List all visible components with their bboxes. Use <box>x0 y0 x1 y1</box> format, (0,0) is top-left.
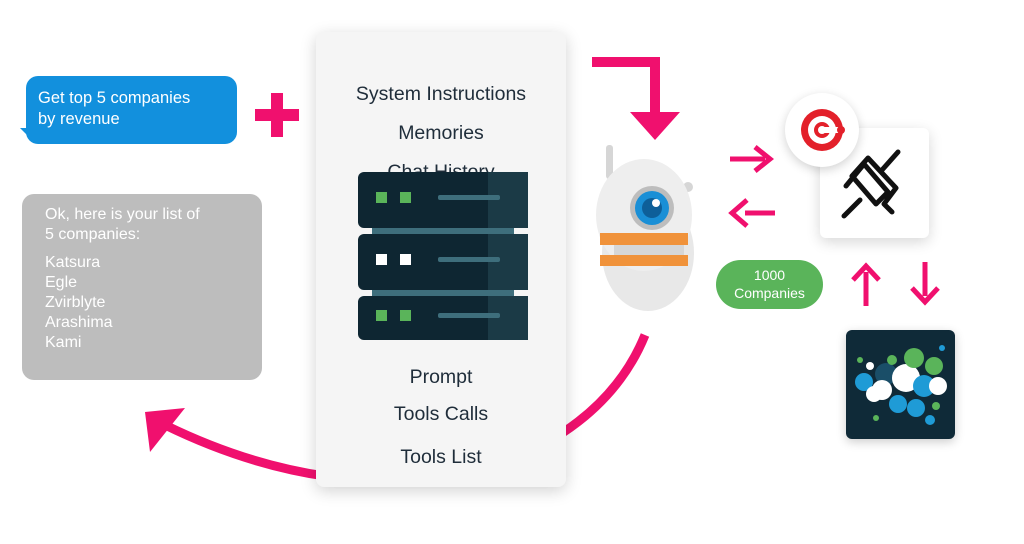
return-curve-arrowhead <box>145 408 185 452</box>
tool-logo-coil-icon <box>841 149 901 219</box>
context-to-robot-arrowhead <box>630 112 680 140</box>
database-to-tool-arrow <box>851 262 881 306</box>
panel-item-system-instructions: System Instructions <box>355 83 527 105</box>
reply-message-line1: Ok, here is your list of <box>45 206 200 223</box>
panel-item-memories: Memories <box>398 122 484 144</box>
tool-logo-red-card <box>785 93 859 167</box>
company-item: Katsura <box>45 254 101 271</box>
company-item: Egle <box>45 274 78 291</box>
tool-logo-red-icon <box>801 109 847 151</box>
company-item: Zvirblyte <box>45 294 106 311</box>
panel-item-prompt: Prompt <box>409 366 473 388</box>
reply-message-line2: 5 companies: <box>45 226 141 243</box>
badge-label: Companies <box>734 285 805 301</box>
context-to-robot-arrow <box>592 57 660 120</box>
server-icon <box>358 172 528 340</box>
badge-count: 1000 <box>753 267 786 283</box>
user-message-bubble: Get top 5 companies by revenue <box>26 76 237 144</box>
user-message-line2: by revenue <box>38 110 120 128</box>
robot-to-tool-arrow <box>730 145 775 173</box>
tool-to-robot-arrow <box>728 198 775 228</box>
tool-to-database-arrow <box>910 262 940 306</box>
robot-icon <box>596 145 694 311</box>
company-item: Arashima <box>45 314 113 331</box>
reply-message-bubble: Ok, here is your list of 5 companies: Ka… <box>22 194 262 380</box>
database-bubbles-icon <box>855 345 947 425</box>
user-message-line1: Get top 5 companies <box>38 89 191 107</box>
company-item: Kami <box>45 334 82 351</box>
panel-item-tools-calls: Tools Calls <box>393 403 489 425</box>
plus-icon <box>255 93 299 137</box>
companies-count-badge: 1000 Companies <box>716 260 823 309</box>
company-list: Katsura Egle Zvirblyte Arashima Kami <box>45 253 262 353</box>
database-card <box>846 330 955 439</box>
panel-item-tools-list: Tools List <box>400 446 482 468</box>
context-panel: System Instructions Memories Chat Histor… <box>316 32 566 487</box>
